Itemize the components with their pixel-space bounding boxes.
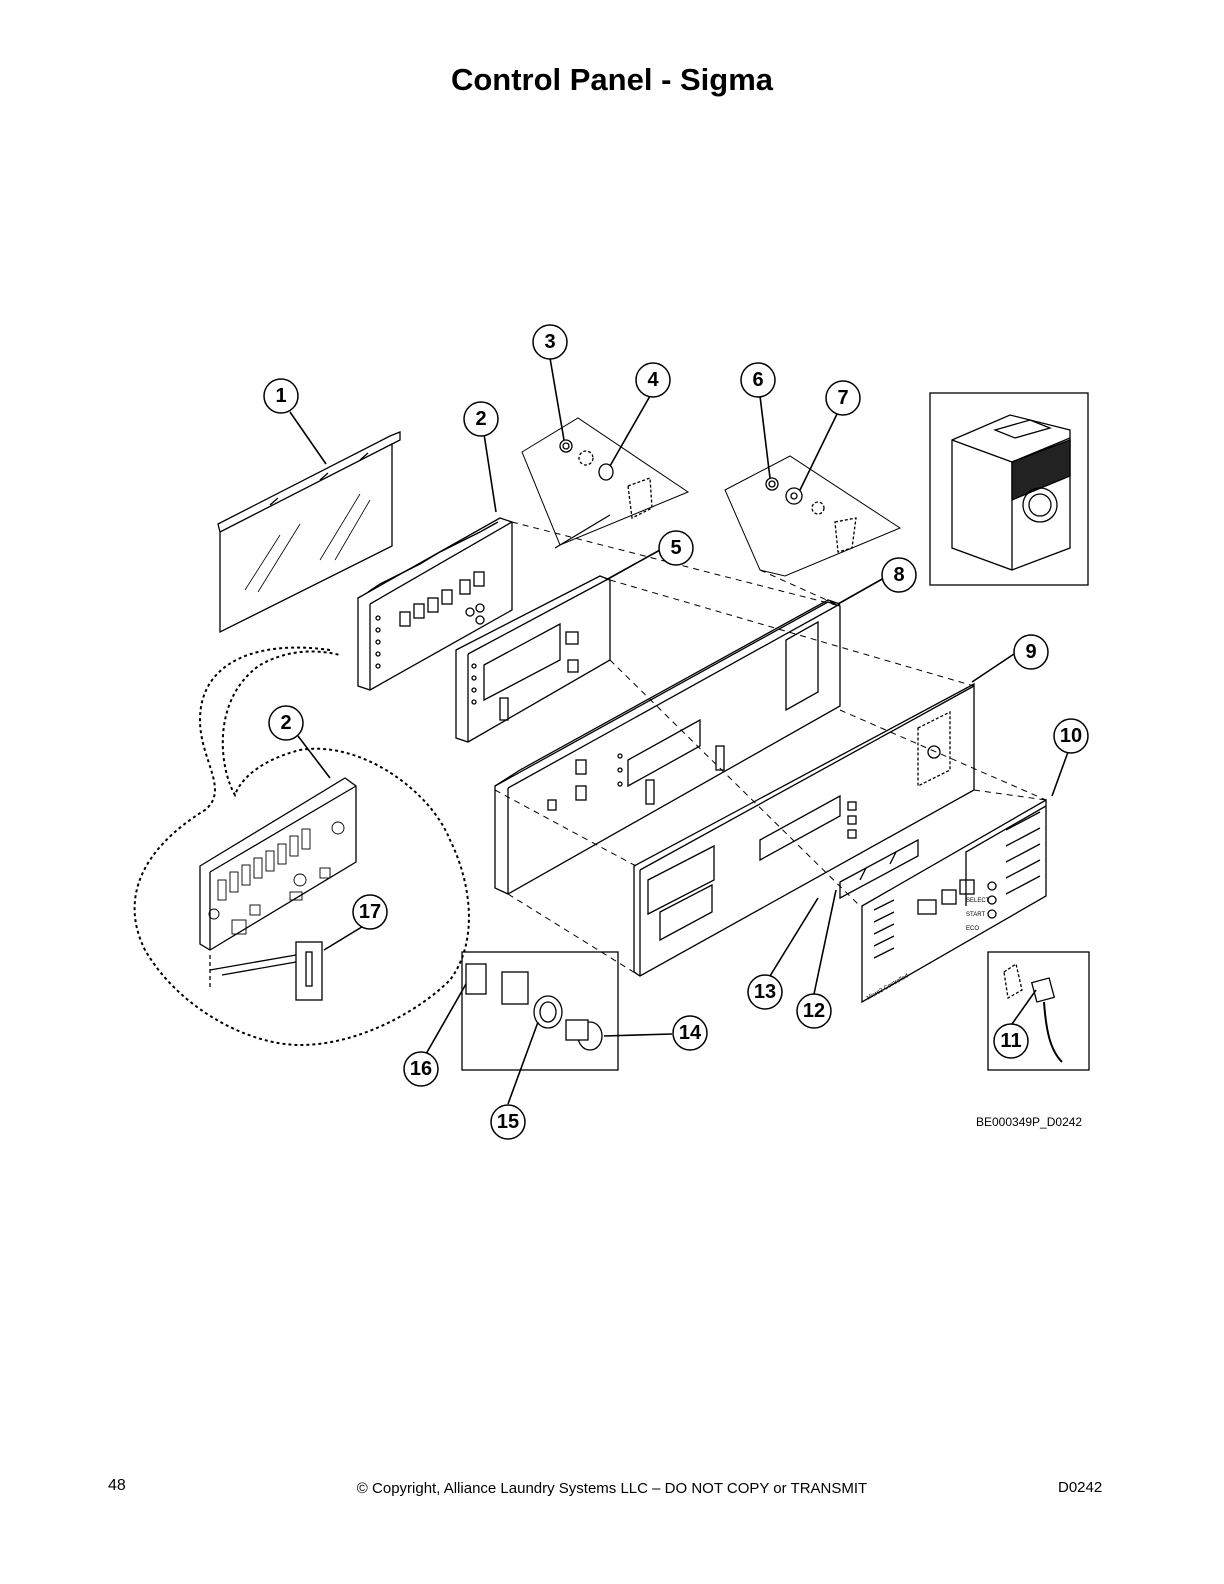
part-8-control-frame (494, 599, 841, 895)
callout-15: 15 (490, 1104, 526, 1140)
svg-text:17: 17 (359, 901, 381, 923)
copyright-notice: © Copyright, Alliance Laundry Systems LL… (356, 1480, 868, 1497)
svg-text:1: 1 (275, 385, 286, 407)
leader-lines (289, 357, 1069, 1105)
part-2-display-board (357, 517, 513, 691)
svg-text:10: 10 (1060, 725, 1082, 747)
callout-2-upper: 2 (463, 401, 499, 437)
callout-7: 7 (825, 380, 861, 416)
part-12-display-window (839, 838, 919, 900)
decal-eco-label: ECO (966, 926, 979, 932)
inset-parts-6-7 (724, 455, 902, 577)
part-9-overlay-panel (633, 682, 975, 977)
callout-5: 5 (658, 530, 694, 566)
callout-10: 10 (1053, 718, 1089, 754)
svg-text:16: 16 (410, 1058, 432, 1080)
detail-bubble-outline (133, 646, 470, 1047)
callout-9: 9 (1013, 634, 1049, 670)
svg-text:15: 15 (497, 1111, 519, 1133)
callout-4: 4 (635, 362, 671, 398)
svg-text:3: 3 (544, 331, 555, 353)
part-2-main-board (199, 777, 357, 951)
inset-machine-view (929, 392, 1089, 586)
callout-6: 6 (740, 362, 776, 398)
callout-3: 3 (532, 324, 568, 360)
inset-part-11-sensor (987, 951, 1090, 1071)
callout-13: 13 (747, 974, 783, 1010)
page-title: Control Panel - Sigma (450, 62, 774, 97)
svg-text:7: 7 (837, 387, 848, 409)
part-5-mounting-plate (455, 575, 611, 743)
part-10-front-decal (861, 798, 1047, 1004)
svg-text:8: 8 (893, 564, 904, 586)
part-1-lens-cover (217, 431, 401, 634)
document-code: D0242 (1058, 1479, 1103, 1496)
callout-2-lower: 2 (268, 705, 304, 741)
callout-17: 17 (352, 894, 388, 930)
callout-14: 14 (672, 1015, 708, 1051)
svg-text:2: 2 (280, 712, 291, 734)
figure-id: BE000349P_D0242 (976, 1115, 1083, 1129)
svg-text:6: 6 (752, 369, 763, 391)
callout-16: 16 (403, 1051, 439, 1087)
callout-8: 8 (881, 557, 917, 593)
inset-parts-3-4 (521, 417, 690, 549)
page-number: 48 (108, 1477, 126, 1494)
svg-text:4: 4 (647, 369, 659, 391)
callouts: 1 2 2 3 4 5 6 7 8 9 10 11 12 13 14 15 16… (263, 324, 1089, 1140)
svg-text:5: 5 (670, 537, 681, 559)
callout-12: 12 (796, 993, 832, 1029)
callout-1: 1 (263, 378, 299, 414)
callout-11: 11 (993, 1023, 1029, 1059)
decal-select-label: SELECT (966, 898, 990, 904)
part-17-bracket (209, 941, 323, 1001)
svg-text:14: 14 (679, 1022, 702, 1044)
svg-text:11: 11 (1000, 1030, 1021, 1052)
svg-text:9: 9 (1025, 641, 1036, 663)
svg-text:13: 13 (754, 981, 776, 1003)
decal-start-label: START (966, 912, 985, 918)
inset-parts-14-15-16 (461, 951, 619, 1071)
svg-text:12: 12 (803, 1000, 825, 1022)
svg-text:2: 2 (475, 408, 486, 430)
